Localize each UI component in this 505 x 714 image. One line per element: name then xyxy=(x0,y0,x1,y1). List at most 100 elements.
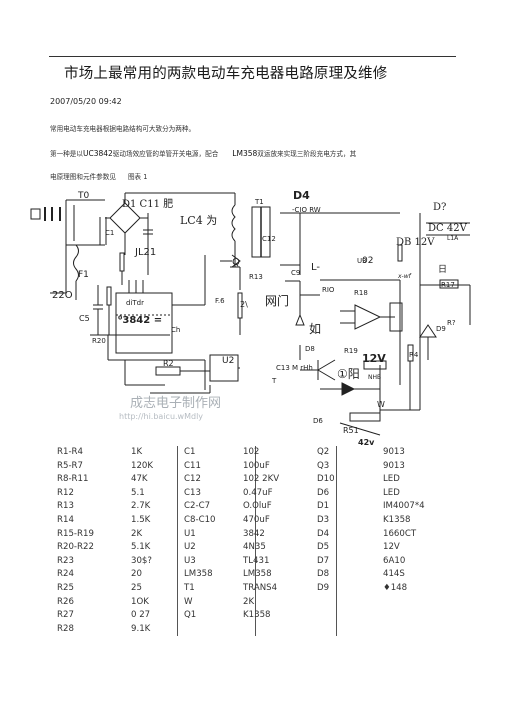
para-text-c: 双运放来实现三阶段充电方式，其 xyxy=(257,150,357,158)
part-value: 102 2KV xyxy=(243,474,280,485)
part-ref: R24 xyxy=(57,569,74,580)
table-divider xyxy=(177,446,178,636)
label-f1: F1 xyxy=(78,270,89,280)
label-c1: C1 xyxy=(105,229,114,237)
label-q: Q xyxy=(232,257,240,268)
part-value: 20 xyxy=(131,569,142,580)
label-xout: x-wf xyxy=(397,273,412,280)
part-value: 25 xyxy=(131,582,142,593)
uc3842-ic xyxy=(115,292,173,354)
part-value: TL431 xyxy=(243,555,270,566)
label-ic-3842: ⁰3842 = xyxy=(118,315,162,326)
part-ref: D3 xyxy=(317,514,330,525)
label-lc4: LC4 为 xyxy=(180,214,217,227)
part-ref: D7 xyxy=(317,555,330,566)
label-r10: RIO xyxy=(322,286,335,294)
part-ref: R20-R22 xyxy=(57,542,94,553)
label-wangmen: 网门 xyxy=(265,293,289,308)
label-220v: 22O xyxy=(52,290,73,301)
post-date: 2007/05/20 09:42 xyxy=(50,97,122,106)
label-r4: R4 xyxy=(409,351,419,359)
label-r17: R17 xyxy=(441,281,455,289)
page-title: 市场上最常用的两款电动车充电器电路原理及维修 xyxy=(64,66,388,82)
part-ref: R23 xyxy=(57,555,74,566)
part-ref: D6 xyxy=(317,487,330,498)
label-r20: R20 xyxy=(92,337,106,345)
part-value: LM358 xyxy=(243,569,272,580)
part-ref: R25 xyxy=(57,582,74,593)
part-ref: R15-R19 xyxy=(57,528,94,539)
label-c13: C13 M rHh xyxy=(276,364,313,372)
part-ref: Q3 xyxy=(317,460,330,471)
label-d-unknown: D? xyxy=(433,202,446,213)
lm358-opamp xyxy=(354,304,382,330)
part-ref: C12 xyxy=(184,474,201,485)
part-ref: LM358 xyxy=(184,569,213,580)
part-ref: C8-C10 xyxy=(184,514,216,525)
label-ic-pins: diTdr xyxy=(126,299,144,307)
part-ref: R28 xyxy=(57,623,74,634)
part-value: LED xyxy=(383,487,400,498)
part-ref: W xyxy=(184,596,193,607)
part-value: O.OluF xyxy=(243,501,272,512)
table-divider xyxy=(255,446,256,636)
part-value: 3842 xyxy=(243,528,265,539)
part-ref: Q2 xyxy=(317,447,330,457)
part-value: 2K xyxy=(131,528,143,539)
label-l1a: L1A xyxy=(447,235,459,242)
label-d4-sub: -CIO RW xyxy=(292,206,321,214)
label-d8: D8 xyxy=(305,345,315,353)
part-ref: C2-C7 xyxy=(184,501,211,512)
label-r13: R13 xyxy=(249,273,263,281)
figure-ref-label: 图表 1 xyxy=(127,173,148,181)
label-t0: T0 xyxy=(77,191,89,201)
para-text-b: 驱动场效应管的单管开关电源，配合 xyxy=(112,150,219,158)
part-value: 9013 xyxy=(383,460,405,471)
part-ref: Q1 xyxy=(184,610,197,621)
part-value: 2.7K xyxy=(131,501,151,512)
part-value: 1.5K xyxy=(131,514,151,525)
chip-uc3842: UC3842 xyxy=(82,149,113,158)
part-ref: D10 xyxy=(317,474,335,485)
intro-paragraph: 常用电动车充电器根据电路结构可大致分为两种。 xyxy=(50,125,196,133)
label-r18: R18 xyxy=(354,289,368,297)
label-c12: C12 xyxy=(262,235,276,243)
part-value: 4N35 xyxy=(243,542,266,553)
part-value: 1K xyxy=(131,447,143,457)
label-w: W xyxy=(377,400,385,409)
part-ref: D4 xyxy=(317,528,330,539)
label-12v: 12V xyxy=(362,352,386,365)
label-r19: R19 xyxy=(344,347,358,355)
label-d6: D6 xyxy=(313,417,323,425)
part-ref: C11 xyxy=(184,460,201,471)
label-t1: T1 xyxy=(254,198,264,206)
label-ru: 如 xyxy=(309,321,321,336)
input-plug-symbol xyxy=(30,208,41,220)
part-ref: U3 xyxy=(184,555,196,566)
label-c5: C5 xyxy=(79,314,90,323)
part-ref: R5-R7 xyxy=(57,460,83,471)
part-value: K1358 xyxy=(243,610,271,621)
part-ref: D8 xyxy=(317,569,330,580)
part-value: 414S xyxy=(383,569,405,580)
watermark-url: http://hi.baicu.wMdly xyxy=(119,412,203,421)
part-ref: R14 xyxy=(57,514,74,525)
part-value: TRANS4 xyxy=(243,582,278,593)
part-ref: C13 xyxy=(184,487,201,498)
circuit-schematic: T0 D1 C11 肥 LC4 为 JL21 C1 F1 22O C5 R20 … xyxy=(30,189,471,447)
part-value: IM4007*4 xyxy=(383,501,425,512)
part-ref: R13 xyxy=(57,501,74,512)
part-value: 100uF xyxy=(243,460,270,471)
label-c9: C9 xyxy=(291,269,300,277)
label-ch: Ch xyxy=(171,326,180,334)
label-t: T xyxy=(271,377,277,385)
label-d1c11: D1 C11 肥 xyxy=(122,198,173,210)
part-value: LED xyxy=(383,474,400,485)
watermark-text: 成志电子制作网 xyxy=(130,396,221,411)
part-value: 470uF xyxy=(243,514,270,525)
part-value: 5.1K xyxy=(131,542,151,553)
